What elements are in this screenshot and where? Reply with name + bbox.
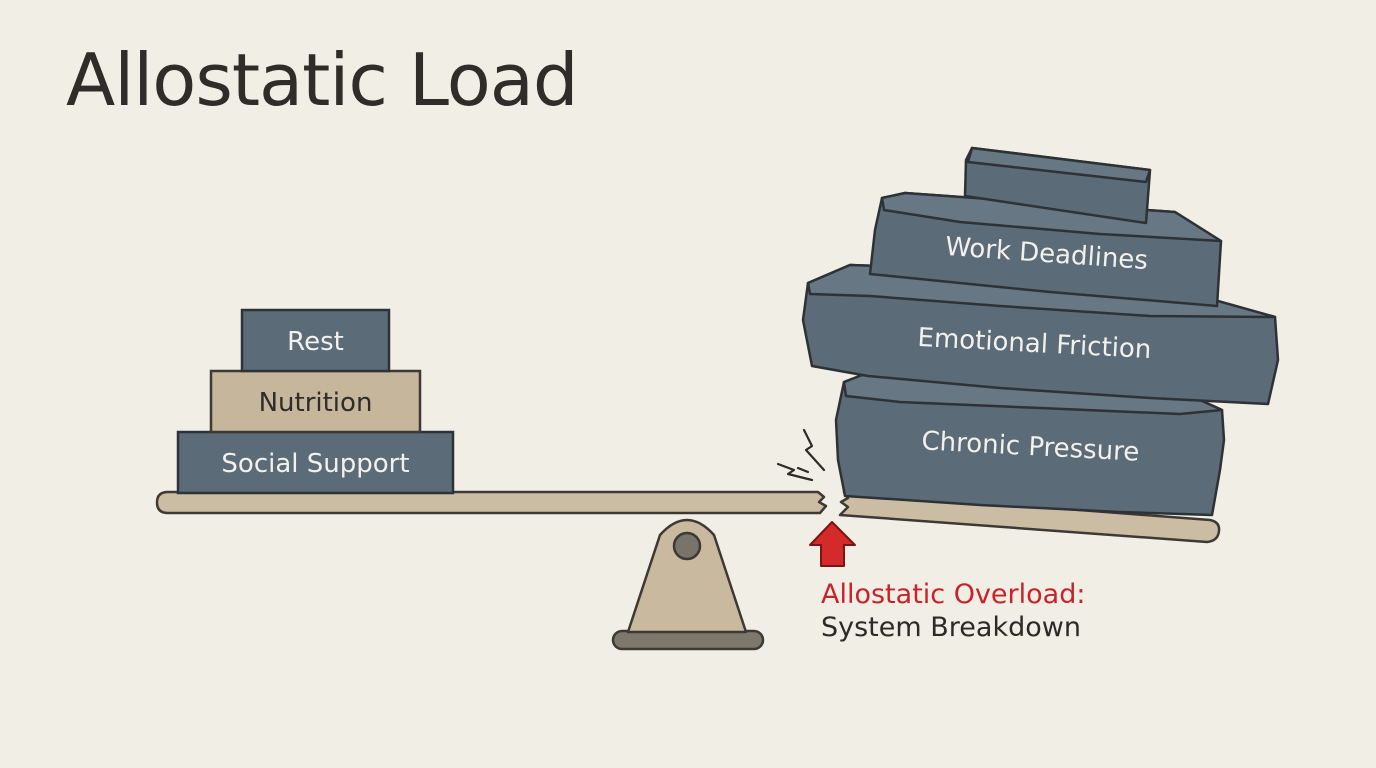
plank-right xyxy=(838,490,1221,544)
fulcrum-base xyxy=(611,629,765,651)
fulcrum-pivot xyxy=(672,531,702,561)
overload-heading: Allostatic Overload: xyxy=(821,579,1086,610)
overload-caption: Allostatic Overload: System Breakdown xyxy=(821,578,1085,644)
crack-lines xyxy=(776,428,826,482)
page-title: Allostatic Load xyxy=(66,38,579,122)
label-social-support: Social Support xyxy=(221,449,409,479)
block-top-stone xyxy=(963,146,1152,225)
plank-left xyxy=(155,490,828,515)
block-social-support xyxy=(176,430,455,495)
alert-arrow-icon xyxy=(809,521,856,567)
label-nutrition: Nutrition xyxy=(259,388,373,418)
block-rest xyxy=(240,308,391,373)
label-rest: Rest xyxy=(287,327,344,357)
stressor-stack: Work Deadlines Emotional Friction Chroni… xyxy=(801,146,1280,517)
overload-subheading: System Breakdown xyxy=(821,612,1081,643)
resource-stack: Social Support Nutrition Rest xyxy=(176,308,455,495)
block-nutrition xyxy=(209,369,422,434)
fulcrum xyxy=(626,518,748,634)
